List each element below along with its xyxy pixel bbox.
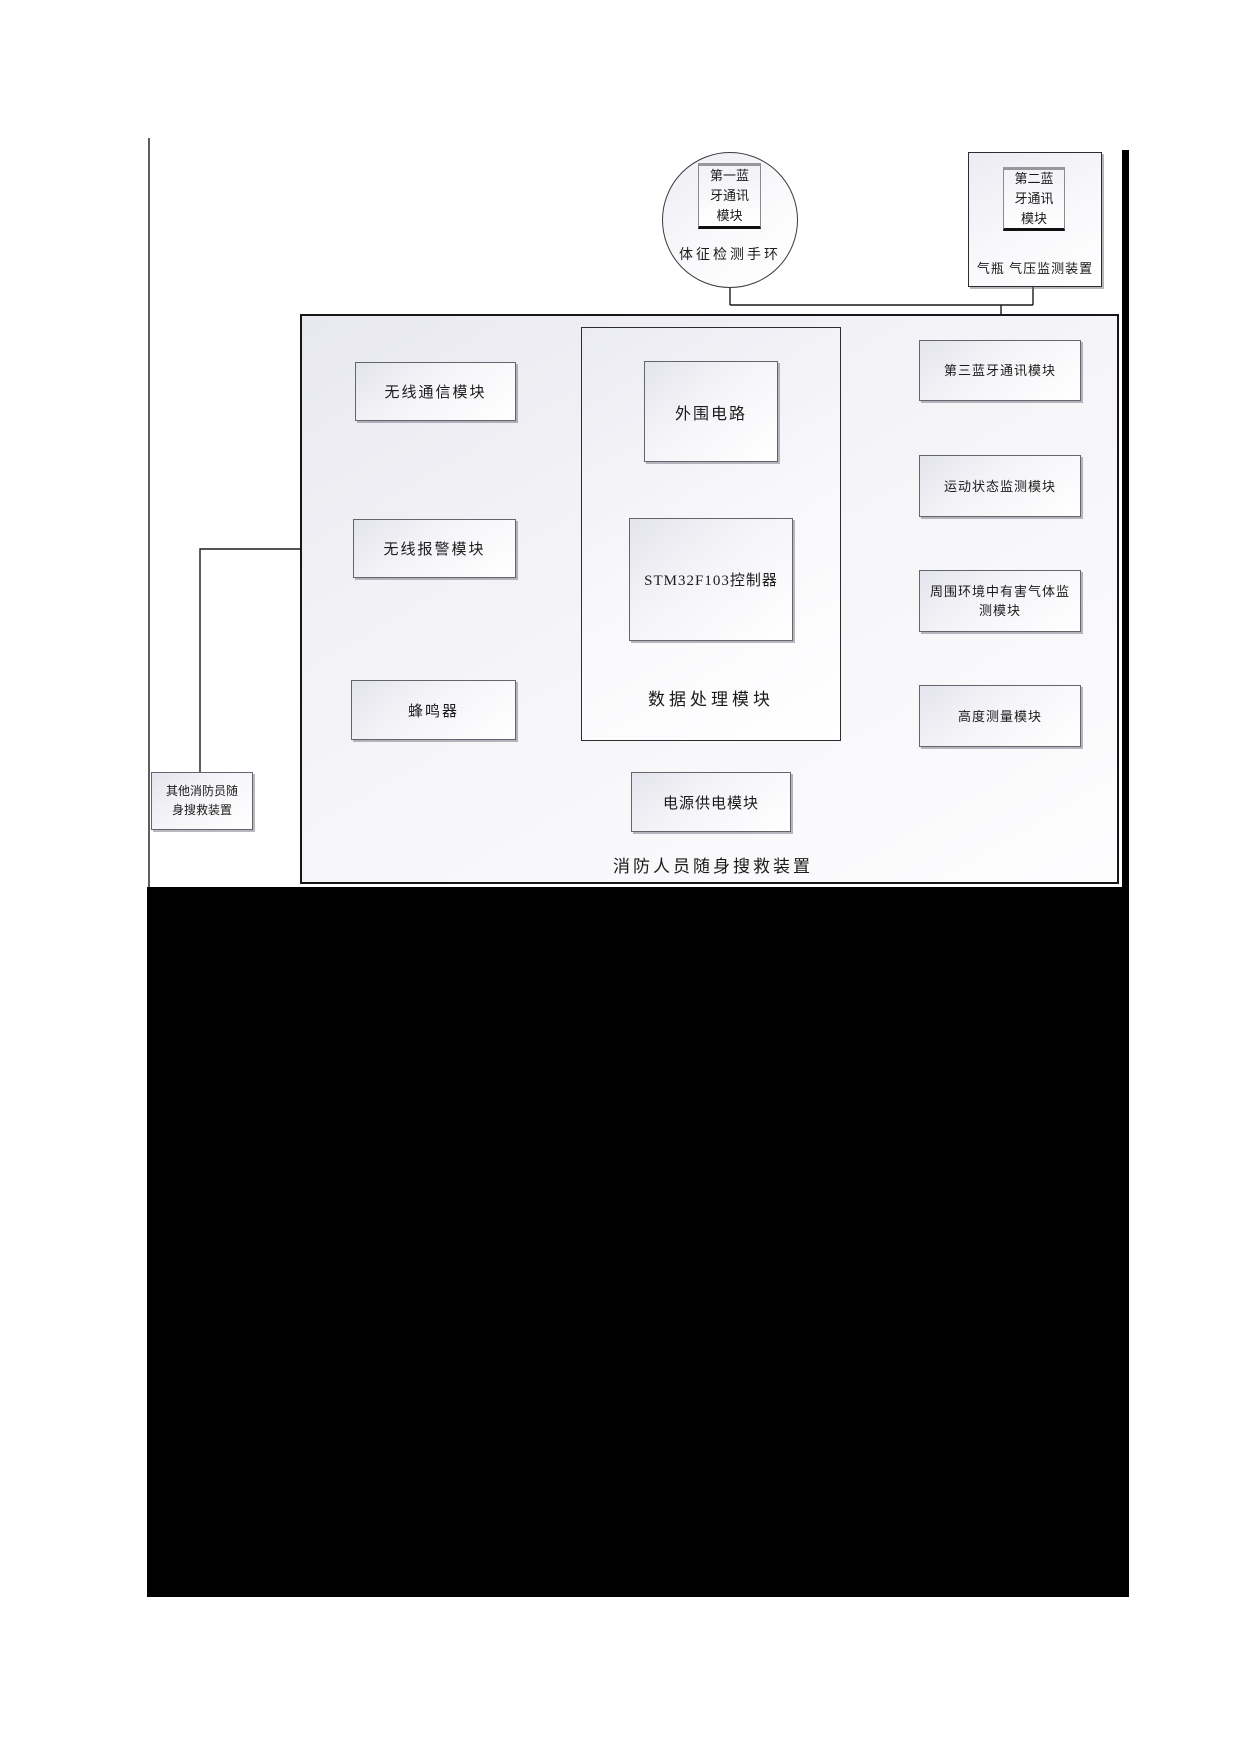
wireless-alarm-box: 无线报警模块: [353, 519, 516, 578]
buzzer-box: 蜂鸣器: [351, 680, 516, 740]
redaction-bar: [1122, 150, 1129, 887]
data-processing-label: 数据处理模块: [648, 690, 774, 709]
altitude-measure-box: 高度测量模块: [919, 685, 1081, 747]
harmful-gas-monitor-box: 周围环境中有害气体监 测模块: [919, 570, 1081, 632]
bluetooth1-module-box: 第一蓝 牙通讯 模块: [698, 163, 761, 229]
wristband-device-label: 体征检测手环: [679, 248, 781, 263]
cylinder-device-label: 气瓶 气压监测装置: [976, 261, 1094, 276]
motion-monitor-box: 运动状态监测模块: [919, 455, 1081, 517]
wireless-comm-box: 无线通信模块: [355, 362, 516, 421]
bluetooth3-module-box: 第三蓝牙通讯模块: [919, 340, 1081, 401]
bluetooth2-module-box: 第二蓝 牙通讯 模块: [1003, 167, 1065, 231]
peripheral-circuit-box: 外围电路: [644, 361, 778, 462]
main-device-label: 消防人员随身搜救装置: [613, 857, 813, 876]
redaction-block: [147, 887, 1129, 1597]
other-rescuer-device-box: 其他消防员随 身搜救装置: [151, 772, 253, 830]
power-supply-box: 电源供电模块: [631, 772, 791, 832]
stm32-controller-box: STM32F103控制器: [629, 518, 793, 641]
